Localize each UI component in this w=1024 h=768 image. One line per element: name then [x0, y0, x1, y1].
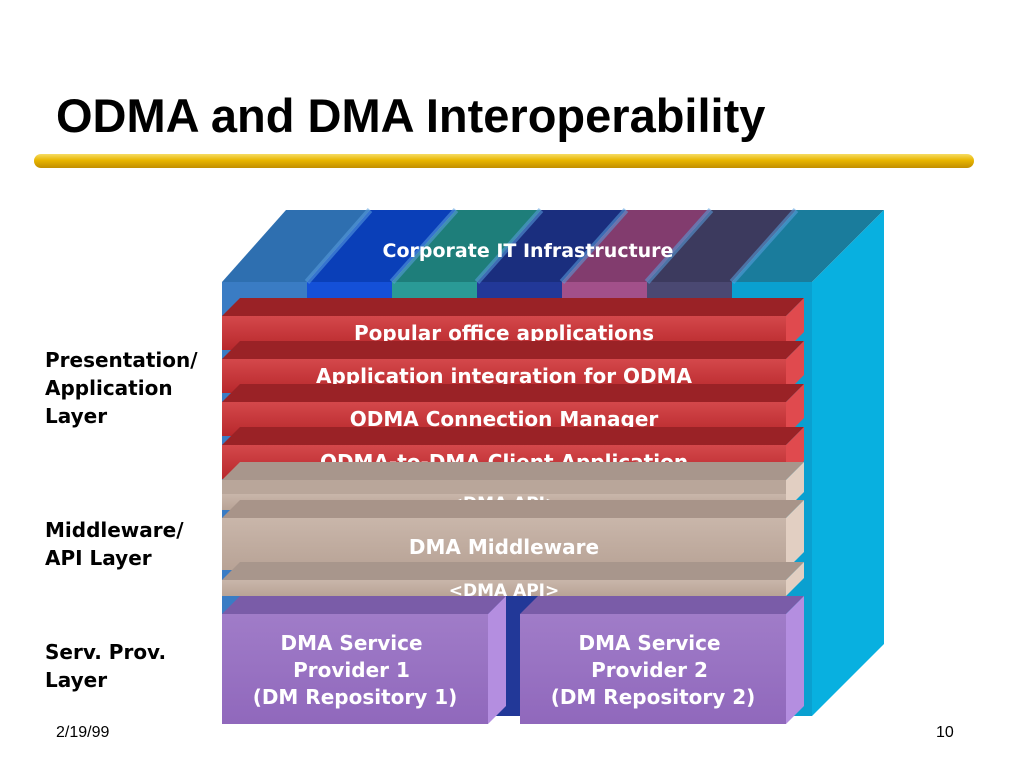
service-provider-2: DMA Service Provider 2 (DM Repository 2)	[520, 596, 804, 724]
svg-text:DMA Service Provider 2: DMA Service Provider 2 (DM Repository 2)	[551, 631, 756, 709]
service-provider-1: DMA Service Provider 1 (DM Repository 1)	[222, 596, 506, 724]
infrastructure-label: Corporate IT Infrastructure	[383, 240, 674, 262]
svg-text:DMA Service Provider 1: DMA Service Provider 1 (DM Repository 1)	[253, 631, 458, 709]
dma-middleware-bar: DMA Middleware	[222, 500, 804, 570]
title-underline-bar	[34, 154, 974, 168]
footer-page-number: 10	[936, 724, 954, 741]
provider-1-line1: DMA Service	[280, 631, 422, 655]
provider-2-line1: DMA Service	[578, 631, 720, 655]
provider-1-line2: Provider 1	[293, 658, 410, 682]
layer-label-middleware: Middleware/ API Layer	[45, 518, 184, 570]
provider-2-line2: Provider 2	[591, 658, 708, 682]
layer-label-presentation: Presentation/ Application Layer	[45, 348, 198, 428]
slide-title: ODMA and DMA Interoperability	[56, 89, 766, 142]
provider-1-line3: (DM Repository 1)	[253, 685, 458, 709]
dma-api-bottom-bar: <DMA API>	[222, 562, 804, 601]
layer-label-service-provider: Serv. Prov. Layer	[45, 640, 167, 692]
footer-date: 2/19/99	[56, 724, 110, 741]
provider-2-line3: (DM Repository 2)	[551, 685, 756, 709]
dma-middleware-label: DMA Middleware	[409, 535, 599, 559]
